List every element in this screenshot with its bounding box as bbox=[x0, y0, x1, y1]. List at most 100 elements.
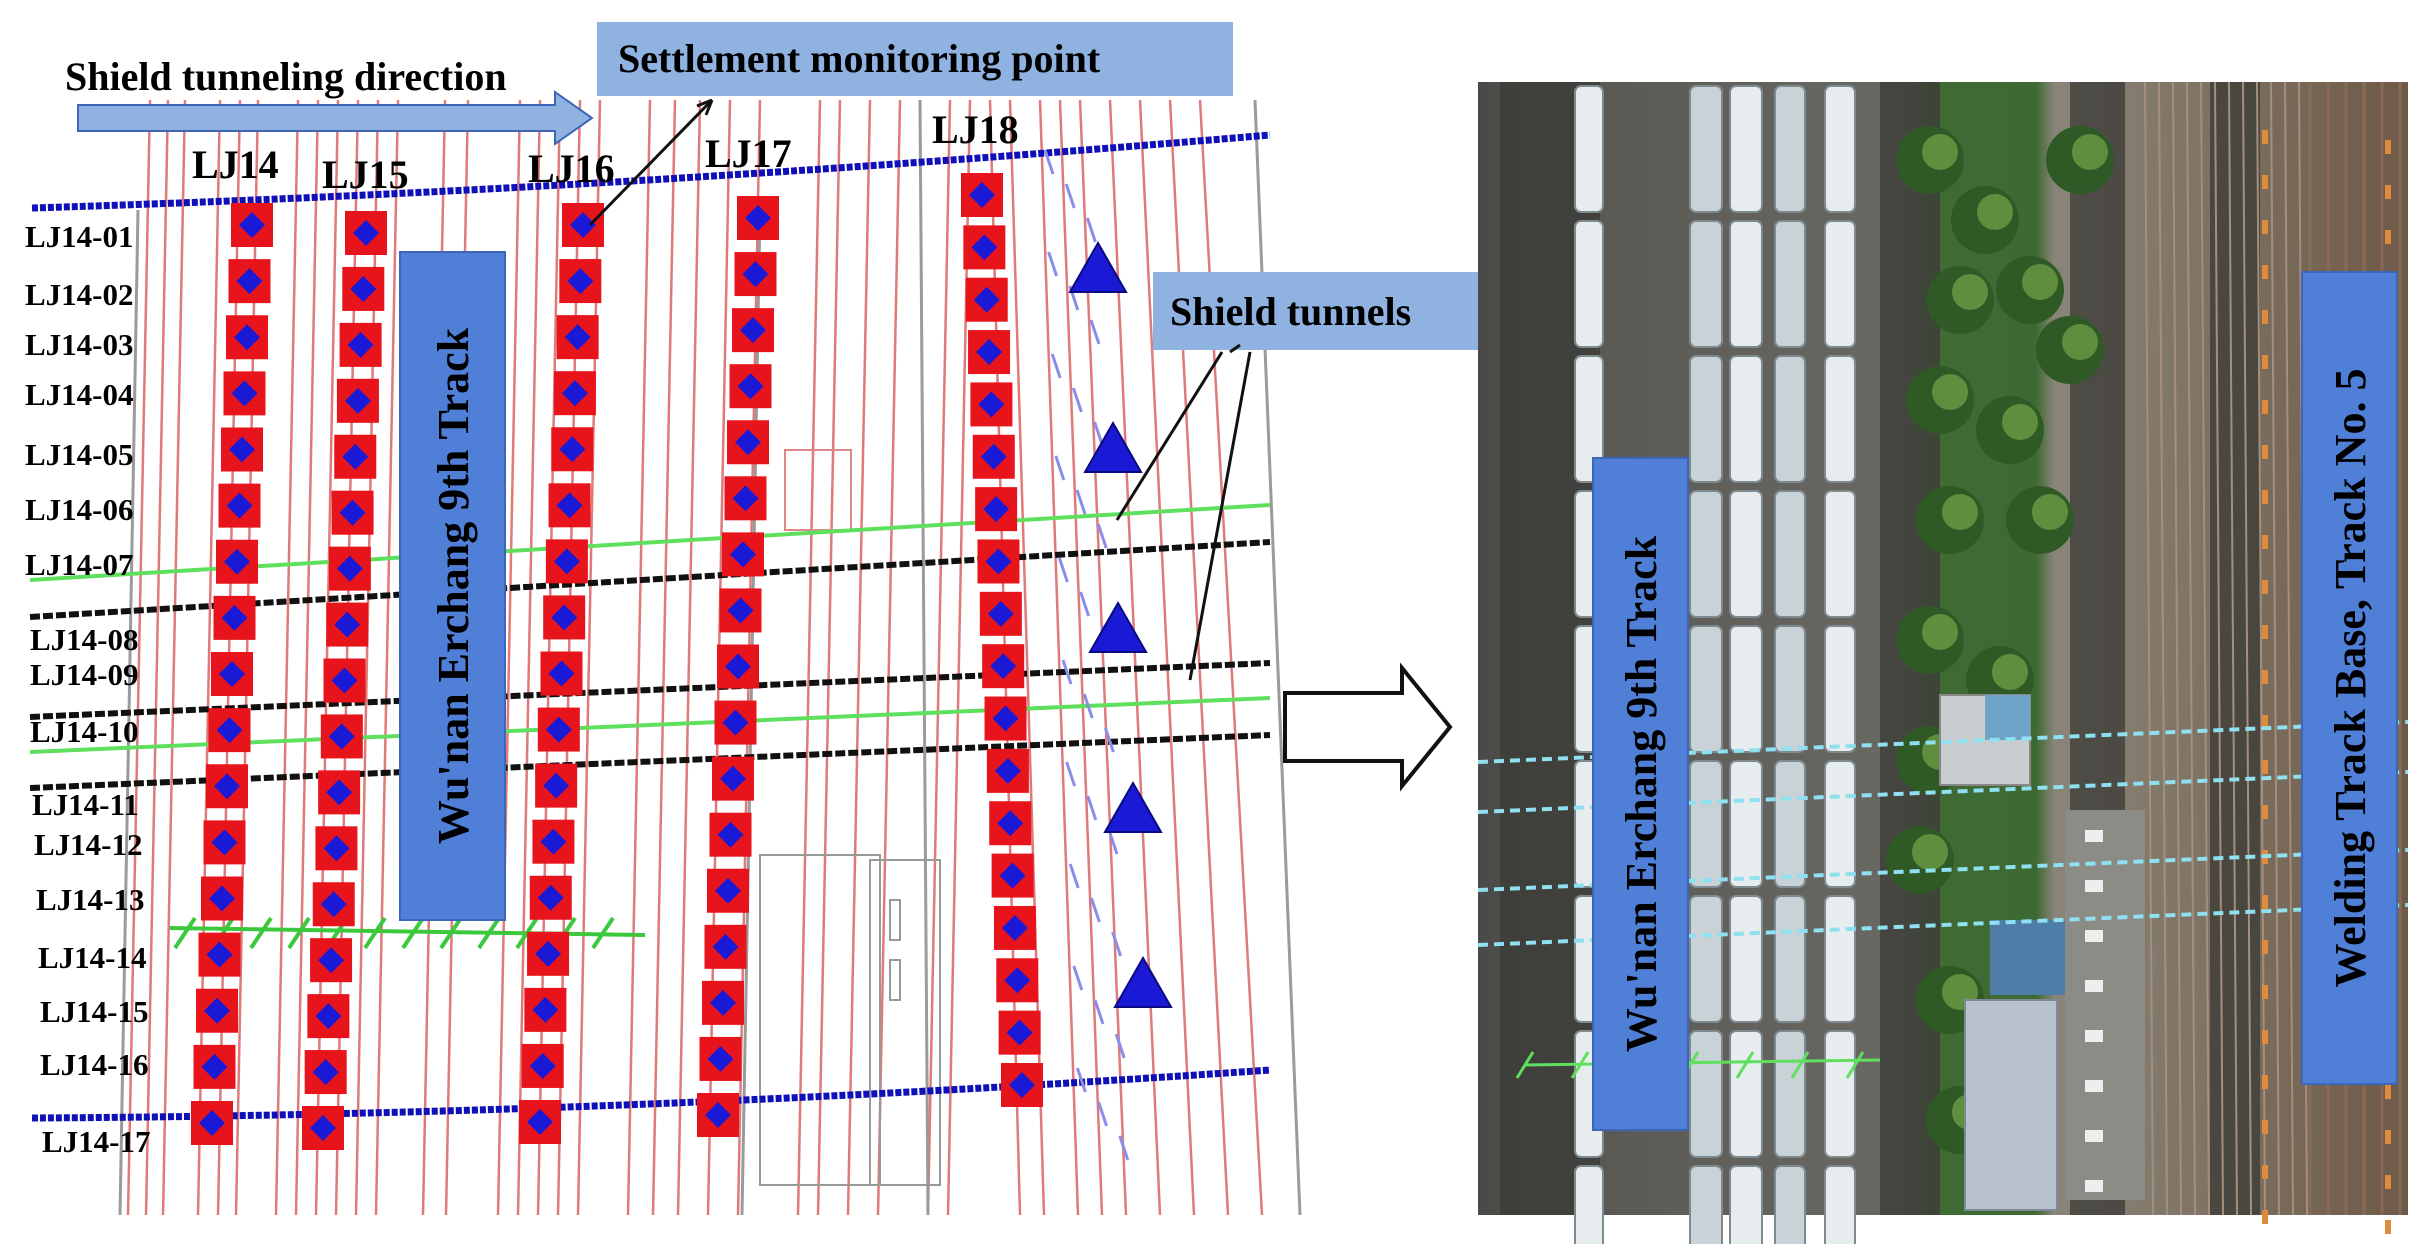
monitoring-point-marker bbox=[535, 763, 578, 808]
monitoring-point-marker bbox=[704, 924, 747, 969]
monitoring-point-marker bbox=[307, 994, 350, 1039]
monitoring-point-marker bbox=[312, 882, 355, 927]
point-label: LJ14-08 bbox=[30, 622, 139, 657]
monitoring-point-marker bbox=[979, 591, 1022, 636]
track-label-left: Wu'nan Erchang 9th Track bbox=[429, 327, 478, 844]
monitoring-point-marker bbox=[231, 203, 273, 247]
monitoring-point-marker bbox=[975, 487, 1018, 532]
survey-line-label: LJ15 bbox=[322, 152, 409, 197]
monitoring-point-marker bbox=[970, 382, 1013, 427]
monitoring-point-marker bbox=[732, 308, 774, 353]
monitoring-point-marker bbox=[193, 1044, 236, 1089]
tunneling-direction-arrow: Shield tunneling direction bbox=[65, 54, 594, 146]
point-label: LJ14-02 bbox=[25, 277, 134, 312]
monitoring-point-marker bbox=[556, 315, 599, 360]
monitoring-point-marker bbox=[223, 371, 266, 416]
monitoring-point-marker bbox=[699, 1036, 742, 1081]
monitoring-point-marker bbox=[1001, 1063, 1043, 1107]
monitoring-point-marker bbox=[326, 602, 369, 647]
photo-track-label-right: Welding Track Base, Track No. 5 bbox=[2326, 369, 2375, 988]
monitoring-point-marker bbox=[345, 211, 387, 255]
track-label-box-left: Wu'nan Erchang 9th Track bbox=[399, 251, 506, 921]
monitoring-point-marker bbox=[315, 826, 358, 871]
monitoring-point-marker bbox=[961, 173, 1003, 217]
right-arrow-icon bbox=[77, 90, 594, 146]
monitoring-point-marker bbox=[714, 700, 757, 745]
monitoring-point-marker bbox=[965, 277, 1008, 322]
right-arrow-icon bbox=[1283, 662, 1453, 792]
monitoring-point-markers bbox=[191, 173, 1043, 1150]
monitoring-point-marker bbox=[521, 1043, 564, 1088]
monitoring-point-marker bbox=[310, 938, 353, 983]
monitoring-point-marker bbox=[989, 801, 1032, 846]
monitoring-point-marker bbox=[993, 905, 1036, 950]
point-labels: LJ14-01LJ14-02LJ14-03LJ14-04LJ14-05LJ14-… bbox=[25, 219, 151, 1159]
monitoring-point-marker bbox=[328, 546, 371, 591]
point-label: LJ14-10 bbox=[30, 714, 139, 749]
monitoring-point-marker bbox=[727, 420, 769, 465]
monitoring-point-marker bbox=[562, 203, 604, 247]
aerial-photo: Wu'nan Erchang 9th Track Welding Track B… bbox=[1477, 81, 2409, 1249]
monitoring-point-marker bbox=[722, 532, 764, 577]
point-label: LJ14-04 bbox=[25, 377, 134, 412]
boundary-lines bbox=[31, 131, 1271, 1122]
monitoring-point-marker bbox=[198, 932, 241, 977]
monitoring-point-marker bbox=[302, 1106, 344, 1150]
monitoring-point-marker bbox=[527, 931, 570, 976]
survey-line-label: LJ17 bbox=[705, 131, 792, 176]
monitoring-point-marker bbox=[342, 266, 385, 311]
monitoring-point-label: Settlement monitoring point bbox=[618, 36, 1101, 81]
monitoring-point-marker bbox=[320, 714, 363, 759]
monitoring-point-marker bbox=[709, 812, 752, 857]
monitoring-point-marker bbox=[203, 820, 246, 865]
monitoring-point-marker bbox=[991, 853, 1034, 898]
point-label: LJ14-09 bbox=[30, 657, 139, 692]
monitoring-point-marker bbox=[211, 652, 253, 696]
monitoring-point-marker bbox=[963, 225, 1006, 270]
point-label: LJ14-06 bbox=[25, 492, 134, 527]
monitoring-point-marker bbox=[986, 748, 1029, 793]
monitoring-point-marker bbox=[537, 707, 580, 752]
monitoring-point-marker bbox=[519, 1100, 561, 1144]
monitoring-point-marker bbox=[707, 868, 749, 913]
photo-track-label-left: Wu'nan Erchang 9th Track bbox=[1617, 535, 1666, 1052]
survey-line-label: LJ14 bbox=[192, 142, 279, 187]
monitoring-point-marker bbox=[213, 595, 256, 640]
point-label: LJ14-13 bbox=[36, 882, 145, 917]
monitoring-point-marker bbox=[226, 315, 268, 360]
monitoring-point-callout: Settlement monitoring point bbox=[588, 22, 1233, 227]
monitoring-point-marker bbox=[304, 1050, 347, 1095]
monitoring-point-marker bbox=[712, 756, 754, 801]
monitoring-point-marker bbox=[228, 259, 271, 304]
monitoring-point-marker bbox=[719, 588, 762, 633]
monitoring-point-marker bbox=[216, 539, 258, 584]
monitoring-point-marker bbox=[551, 427, 594, 472]
monitoring-point-marker bbox=[318, 770, 361, 815]
monitoring-point-marker bbox=[972, 434, 1015, 479]
monitoring-point-marker bbox=[334, 434, 377, 479]
track-label-box-photo-right: Welding Track Base, Track No. 5 bbox=[2301, 271, 2398, 1085]
triangle-marker-icons bbox=[1068, 240, 1173, 1008]
monitoring-point-marker bbox=[208, 708, 251, 753]
monitoring-point-marker bbox=[729, 364, 772, 409]
monitoring-point-marker bbox=[201, 876, 243, 921]
survey-line-label: LJ18 bbox=[932, 107, 1019, 152]
monitoring-point-marker bbox=[221, 427, 263, 472]
shield-tunnels-callout: Shield tunnels bbox=[1115, 272, 1486, 681]
monitoring-point-marker bbox=[982, 644, 1025, 689]
monitoring-point-marker bbox=[543, 595, 586, 640]
point-label: LJ14-17 bbox=[42, 1124, 151, 1159]
point-label: LJ14-11 bbox=[32, 787, 139, 822]
tunnel-center-lines bbox=[29, 539, 1271, 791]
monitoring-point-marker bbox=[206, 764, 248, 809]
monitoring-point-marker bbox=[724, 476, 767, 521]
monitoring-point-marker bbox=[545, 539, 588, 584]
monitoring-point-marker bbox=[553, 371, 596, 416]
track-label-box-photo-left: Wu'nan Erchang 9th Track bbox=[1592, 457, 1689, 1131]
monitoring-point-marker bbox=[968, 330, 1011, 375]
monitoring-point-marker bbox=[339, 322, 382, 367]
point-label: LJ14-01 bbox=[25, 219, 134, 254]
